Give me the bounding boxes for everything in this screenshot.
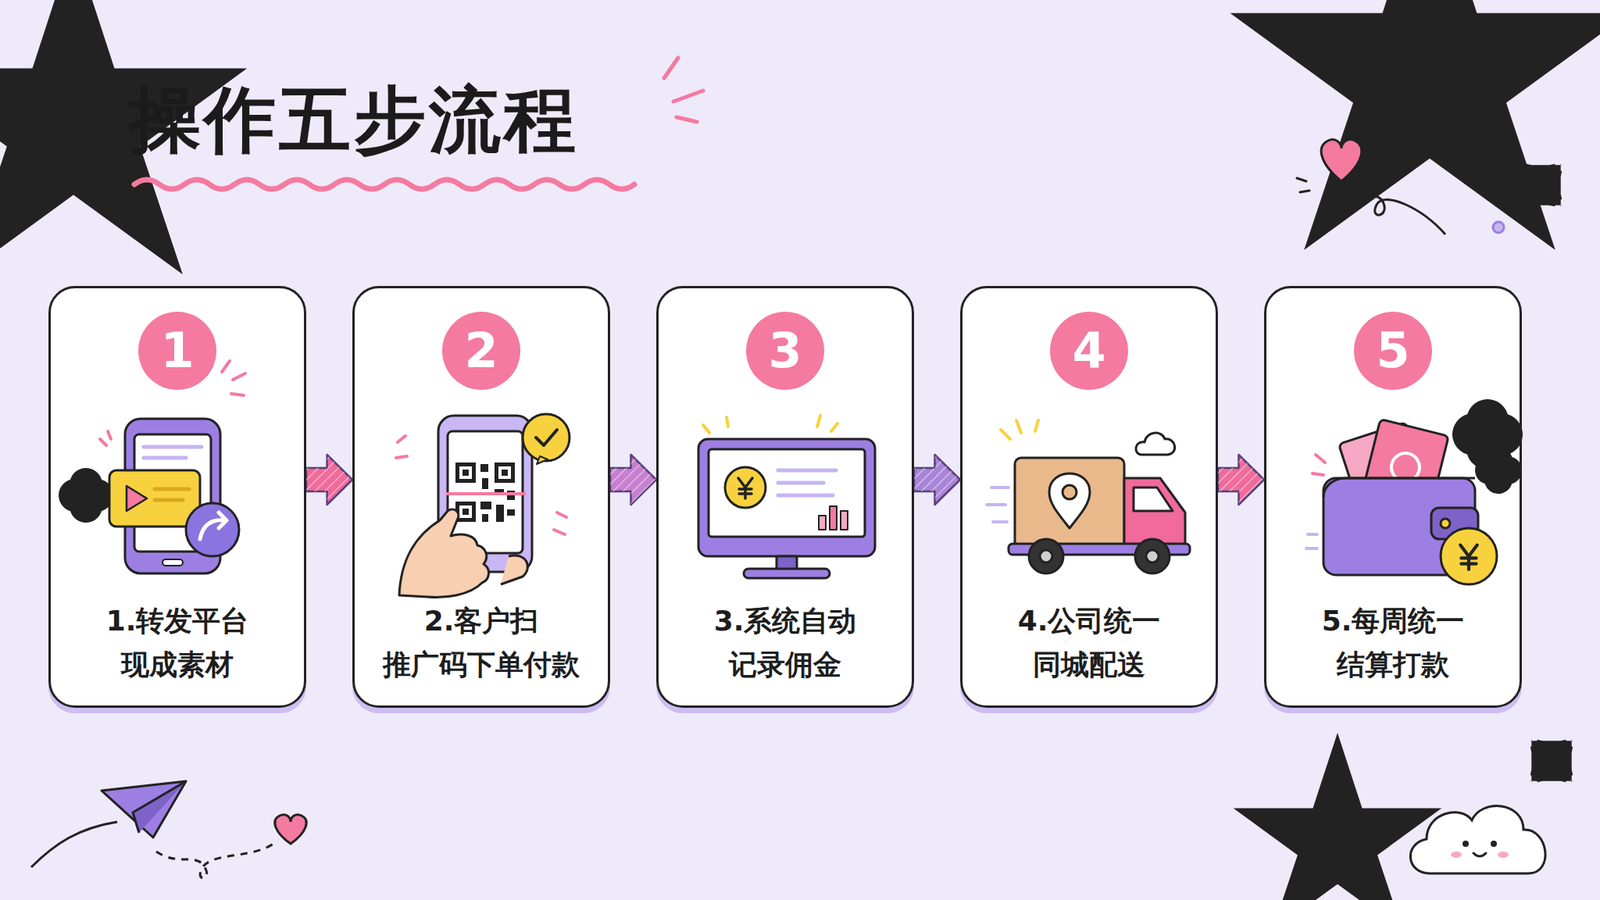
monitor-icon <box>698 415 875 579</box>
wallet-icon <box>1306 419 1508 585</box>
step-card: 1.转发平台 现成素材 1 <box>48 285 307 708</box>
title-ticks <box>664 57 704 122</box>
flow-arrow <box>306 454 353 505</box>
deco-sparkle <box>1523 167 1558 203</box>
step-number: 4 <box>1071 326 1106 375</box>
smiling-cloud <box>1410 806 1546 874</box>
arrow-body <box>306 454 353 505</box>
step-number: 2 <box>464 326 498 375</box>
step-number-circle: 3 <box>746 311 825 390</box>
paper-plane <box>31 781 307 879</box>
step-label: 4.公司统一 同城配送 <box>970 599 1208 687</box>
qr-phone-icon <box>396 414 570 597</box>
step-number-circle: 5 <box>1353 311 1433 390</box>
deco-sparkle <box>1534 743 1569 779</box>
step-number: 3 <box>767 326 802 375</box>
arrow-hatching <box>610 454 657 505</box>
arrow-body <box>610 454 657 505</box>
step-card: 5.每周统一 结算打款 5 <box>1264 285 1522 708</box>
step-card: 3.系统自动 记录佣金 3 <box>656 285 915 708</box>
arrow-hatching <box>1217 454 1265 505</box>
flow-arrow <box>610 454 657 505</box>
truck-icon <box>986 420 1190 574</box>
heart-balloon <box>1296 139 1446 235</box>
step-number: 1 <box>160 326 194 375</box>
step-label: 5.每周统一 结算打款 <box>1274 599 1512 687</box>
flow-arrow <box>1217 454 1265 505</box>
step-number-circle: 4 <box>1050 311 1129 390</box>
card-grounds <box>48 285 1522 714</box>
step-card: 4.公司统一 同城配送 4 <box>960 285 1218 708</box>
page-title: 操作五步流程 <box>128 71 579 169</box>
arrow-hatching <box>306 454 353 505</box>
deco-star <box>1395 42 1464 108</box>
step-number: 5 <box>1375 326 1410 375</box>
deco-star <box>1319 823 1356 858</box>
title-star <box>42 60 104 150</box>
share-phone-icon <box>75 360 246 574</box>
arrow-body <box>914 454 961 505</box>
arrow-hatching <box>914 454 961 505</box>
arrow-body <box>1217 454 1265 505</box>
title-underline <box>134 179 635 190</box>
step-number-circle: 1 <box>138 311 217 390</box>
step-number-circle: 2 <box>442 311 521 390</box>
deco-dot <box>1492 221 1504 233</box>
step-label: 1.转发平台 现成素材 <box>58 599 297 687</box>
step-label: 3.系统自动 记录佣金 <box>666 599 904 687</box>
step-label: 2.客户扫 推广码下单付款 <box>362 599 600 687</box>
step-card: 2.客户扫 推广码下单付款 2 <box>352 285 611 708</box>
flow-arrow <box>914 454 961 505</box>
